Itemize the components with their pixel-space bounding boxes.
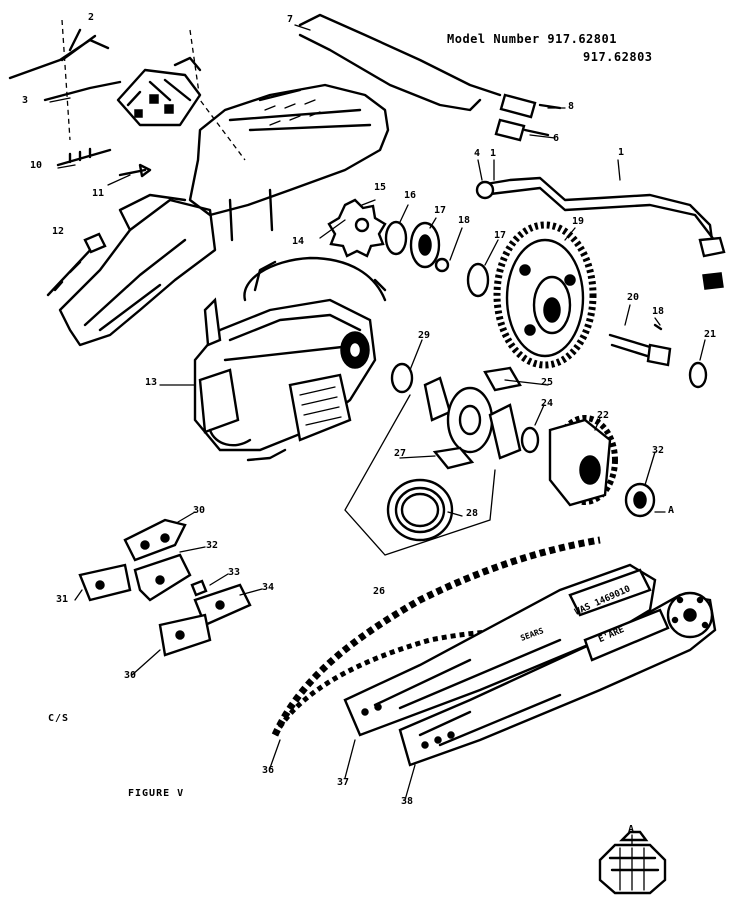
chain-links-part	[78, 518, 252, 657]
callout: 3	[22, 95, 29, 106]
detail-a-nut	[598, 830, 667, 895]
handle-frame-part	[58, 193, 217, 347]
callout: 13	[145, 377, 158, 388]
bolt-part	[46, 232, 107, 297]
clutch-spring-part	[386, 478, 454, 542]
throttle-cable-part	[298, 13, 562, 142]
callout: 19	[572, 216, 585, 227]
page-code: C/S	[48, 713, 70, 724]
callout: 36	[262, 765, 275, 776]
drive-pin-part	[608, 323, 708, 389]
callout: 16	[404, 190, 417, 201]
callout: 1	[618, 147, 625, 158]
callout: 15	[374, 182, 387, 193]
callout: 33	[228, 567, 241, 578]
callout: 21	[704, 329, 717, 340]
model-number-label: Model Number 917.62801	[447, 32, 617, 46]
callout: 28	[466, 508, 479, 519]
callout: 12	[52, 226, 65, 237]
engine-part	[193, 256, 387, 462]
callout: 32	[206, 540, 219, 551]
washer-part	[390, 362, 414, 394]
callout: 18	[458, 215, 471, 226]
ignition-module-part	[116, 29, 246, 161]
callout: 17	[434, 205, 447, 216]
callout: 20	[627, 292, 640, 303]
callout: 18	[652, 306, 665, 317]
callout: 37	[337, 777, 350, 788]
engine-housing-part	[188, 83, 390, 242]
guide-bar-part-2	[361, 591, 717, 767]
callout: 26	[373, 586, 386, 597]
wire-clip-part	[8, 19, 122, 141]
callout: 30	[193, 505, 206, 516]
callout: 14	[292, 236, 305, 247]
callout: 8	[568, 101, 575, 112]
callout: 31	[56, 594, 69, 605]
callout: 4	[474, 148, 481, 159]
clutch-assembly-part	[423, 366, 540, 470]
callout: 25	[541, 377, 554, 388]
callout: 22	[597, 410, 610, 421]
callout: 30	[124, 670, 137, 681]
clutch-cover-part	[548, 415, 618, 507]
callout: 11	[92, 188, 105, 199]
callout: 10	[30, 160, 43, 171]
leader-lines	[49, 24, 706, 846]
guide-bar-part	[343, 563, 657, 737]
callout: 27	[394, 448, 407, 459]
callout: 24	[541, 398, 554, 409]
callout: 1	[490, 148, 497, 159]
model-number-second: 917.62803	[583, 50, 653, 64]
callout: 34	[262, 582, 275, 593]
figure-caption: FIGURE V	[128, 788, 185, 799]
kit-bracket	[344, 394, 496, 556]
callout: 29	[418, 330, 431, 341]
callout: 32	[652, 445, 665, 456]
small-bolt-part	[56, 147, 152, 178]
callout: 7	[287, 14, 294, 25]
saw-chain-part	[271, 536, 601, 737]
fuel-line-part	[475, 176, 726, 290]
clutch-drum-part	[493, 221, 597, 369]
detail-letter: A	[628, 824, 635, 835]
callout: 38	[401, 796, 414, 807]
sprocket-drive-part	[327, 198, 490, 298]
callout: 2	[88, 12, 95, 23]
callout: A	[668, 505, 675, 516]
callout: 17	[494, 230, 507, 241]
callout: 6	[553, 133, 560, 144]
spacer-part	[624, 482, 656, 518]
